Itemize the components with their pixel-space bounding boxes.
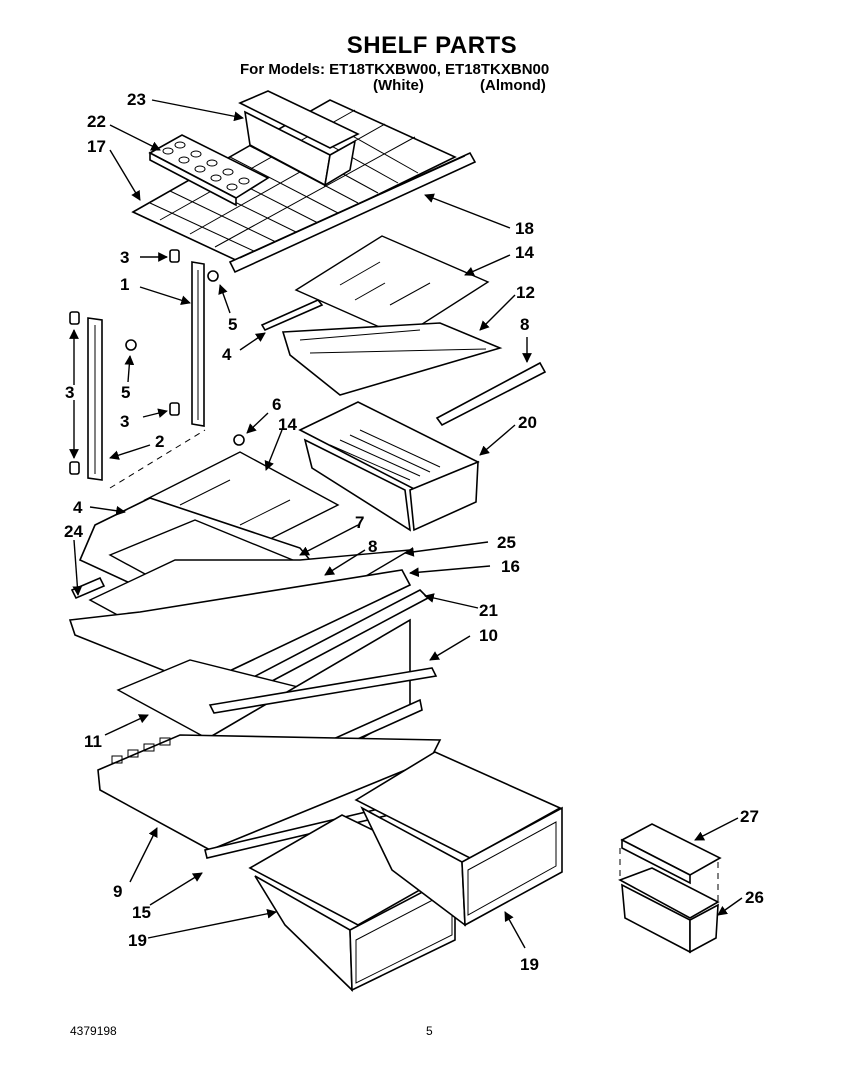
callout-19: 19: [128, 931, 147, 950]
crisper-drawer-right: [354, 751, 563, 927]
shelf-rail: [228, 151, 477, 274]
callout-7: 7: [355, 513, 364, 532]
callout-24: 24: [64, 522, 83, 541]
callout-3: 3: [120, 248, 129, 267]
callout-17: 17: [87, 137, 106, 156]
callout-4: 4: [222, 345, 232, 364]
callout-15: 15: [132, 903, 151, 922]
dairy-door: [620, 823, 722, 885]
leader-lines: [69, 99, 743, 949]
upper-glass-shelf: [260, 235, 547, 427]
callout-labels: 23 22 17 18 14 12 8 3 1 5 4 3 5 3 6 14 2…: [64, 90, 764, 974]
callout-14: 14: [278, 415, 297, 434]
callout-26: 26: [745, 888, 764, 907]
egg-tray: [148, 134, 270, 207]
callout-27: 27: [740, 807, 759, 826]
callout-5: 5: [228, 315, 237, 334]
callout-12: 12: [516, 283, 535, 302]
callout-19: 19: [520, 955, 539, 974]
callout-25: 25: [497, 533, 516, 552]
callout-10: 10: [479, 626, 498, 645]
callout-2: 2: [155, 432, 164, 451]
callout-3: 3: [65, 383, 74, 402]
callout-21: 21: [479, 601, 498, 620]
callout-5: 5: [121, 383, 130, 402]
crisper-drawer-left: [248, 814, 457, 992]
variant-almond: (Almond): [480, 77, 546, 94]
variant-white: (White): [373, 77, 424, 94]
callout-9: 9: [113, 882, 122, 901]
callout-20: 20: [518, 413, 537, 432]
ladder-right: [191, 261, 205, 427]
callout-1: 1: [120, 275, 129, 294]
document-number: 4379198: [70, 1024, 117, 1038]
dairy-bin: [618, 848, 720, 954]
callout-6: 6: [272, 395, 281, 414]
meat-drawer: [298, 401, 480, 532]
page-title: SHELF PARTS: [346, 32, 518, 59]
clips-and-screws: [69, 249, 245, 475]
callout-23: 23: [127, 90, 146, 109]
callout-8: 8: [520, 315, 529, 334]
small-bin: [238, 90, 360, 187]
callout-16: 16: [501, 557, 520, 576]
callout-4: 4: [73, 498, 83, 517]
callout-3: 3: [120, 412, 129, 431]
callout-14: 14: [515, 243, 534, 262]
callout-11: 11: [84, 732, 102, 751]
models-line: For Models: ET18TKXBW00, ET18TKXBN00: [240, 61, 550, 78]
callout-22: 22: [87, 112, 106, 131]
page-number: 5: [426, 1024, 433, 1038]
callout-18: 18: [515, 219, 534, 238]
callout-8: 8: [368, 537, 377, 556]
ladder-left: [87, 317, 103, 481]
